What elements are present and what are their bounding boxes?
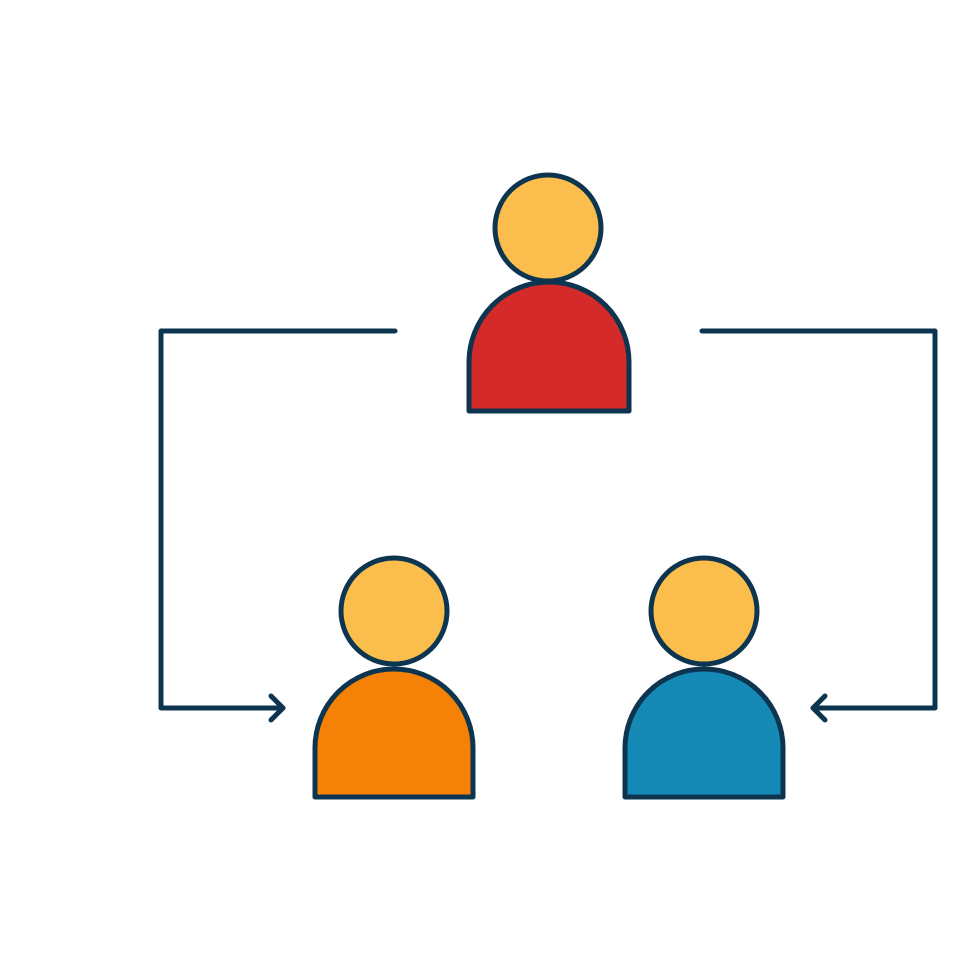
person-icon-bottom-left bbox=[312, 555, 476, 800]
connector-right bbox=[699, 328, 938, 723]
person-icon-bottom-right bbox=[622, 555, 786, 800]
connector-left bbox=[158, 328, 398, 723]
person-head-top bbox=[492, 172, 604, 284]
person-head-bottom-left bbox=[338, 555, 450, 667]
person-icon-top bbox=[466, 172, 632, 414]
connector-right-line bbox=[699, 328, 938, 711]
connector-left-line bbox=[158, 328, 398, 711]
person-body-bottom-right bbox=[622, 666, 786, 800]
person-head-bottom-right bbox=[648, 555, 760, 667]
arrow-right-icon bbox=[268, 693, 286, 723]
person-body-top bbox=[466, 279, 632, 414]
arrow-left-icon bbox=[810, 693, 828, 723]
person-body-bottom-left bbox=[312, 666, 476, 800]
